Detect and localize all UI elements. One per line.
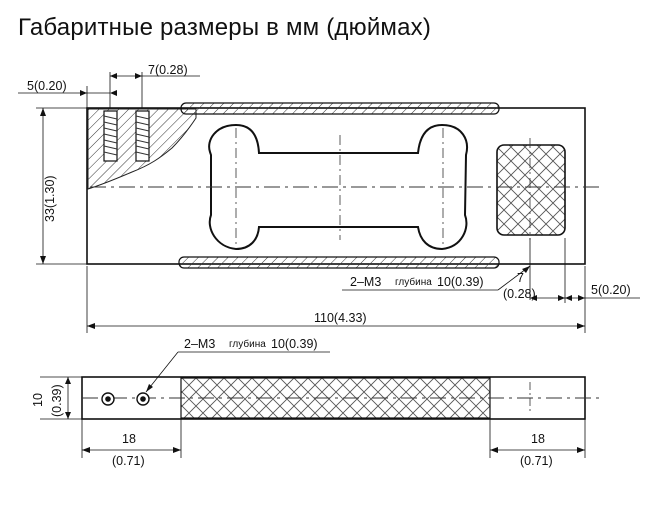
dim-5-top: 5(0.20) xyxy=(18,72,117,108)
dogbone-cutout xyxy=(208,123,468,251)
callout-m3-bottom: 2–M3 глубина 10(0.39) xyxy=(145,337,330,393)
dim-18-left: 18 (0.71) xyxy=(81,419,182,468)
callout-depth-word: глубина xyxy=(229,338,266,350)
gauge-slot-bottom xyxy=(178,256,500,269)
page-title: Габаритные размеры в мм (дюймах) xyxy=(18,14,432,41)
dim-label: (0.71) xyxy=(520,454,553,468)
dim-18-right: 18 (0.71) xyxy=(489,419,586,468)
dim-label: 33(1.30) xyxy=(43,175,57,222)
dim-10: 10 (0.39) xyxy=(31,376,82,420)
dim-label: 18 xyxy=(122,432,136,446)
dim-label: 7(0.28) xyxy=(148,63,188,77)
side-view xyxy=(81,376,600,420)
callout-depth: 10(0.39) xyxy=(437,275,484,289)
gauge-slot-top xyxy=(180,102,500,115)
callout-depth: 10(0.39) xyxy=(271,337,318,351)
dim-label: (0.71) xyxy=(112,454,145,468)
dim-label: 7 xyxy=(517,271,524,285)
dim-label: 5(0.20) xyxy=(27,79,67,93)
dim-label: (0.39) xyxy=(50,384,64,417)
dim-33: 33(1.30) xyxy=(36,107,87,265)
dim-label: 5(0.20) xyxy=(591,283,631,297)
mount-pad-top xyxy=(496,144,566,236)
dim-label: 18 xyxy=(531,432,545,446)
callout-depth-word: глубина xyxy=(395,276,432,288)
dim-7-right: 7 (0.28) xyxy=(503,238,566,303)
dim-label: (0.28) xyxy=(503,287,536,301)
callout-prefix: 2–M3 xyxy=(350,275,381,289)
dim-label: 110(4.33) xyxy=(314,311,367,325)
dim-7-top: 7(0.28) xyxy=(110,63,200,108)
callout-m3-top: 2–M3 глубина 10(0.39) xyxy=(342,265,531,291)
dim-5-right: 5(0.20) xyxy=(565,266,640,333)
dim-label: 10 xyxy=(31,393,45,407)
top-view xyxy=(86,102,600,269)
dim-110: 110(4.33) xyxy=(86,266,585,333)
callout-prefix: 2–M3 xyxy=(184,337,215,351)
